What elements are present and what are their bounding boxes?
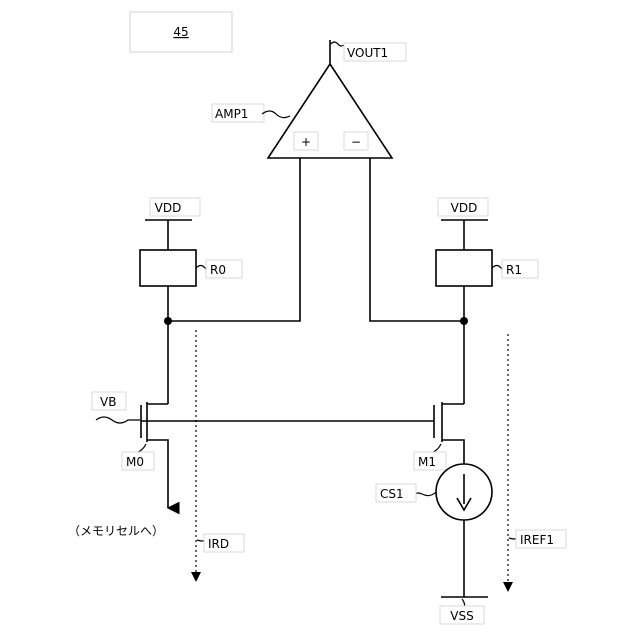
m0-label: M0 <box>126 455 144 469</box>
minus-input-label: − <box>351 135 361 149</box>
amplifier-symbol <box>268 64 392 158</box>
vdd-left-label: VDD <box>155 201 182 215</box>
cs1-label: CS1 <box>380 487 404 501</box>
to-memory-label: （メモリセルへ） <box>68 524 164 538</box>
amp-label: AMP1 <box>215 107 248 121</box>
r1-label: R1 <box>506 263 522 277</box>
figure-number: 45 <box>173 25 188 39</box>
wire-minus-input <box>370 158 464 321</box>
vdd-right-label: VDD <box>451 201 478 215</box>
vss-label: VSS <box>450 609 473 623</box>
vout-label: VOUT1 <box>347 46 388 60</box>
wire-plus-input <box>168 158 300 321</box>
iref1-label: IREF1 <box>520 533 554 547</box>
iref1-arrowhead <box>503 582 513 592</box>
vout-leader <box>331 42 345 46</box>
m0-source-arrow <box>147 440 168 508</box>
ird-arrowhead <box>191 572 201 582</box>
m1-label: M1 <box>418 455 436 469</box>
vb-wire <box>96 417 140 423</box>
r0-label: R0 <box>210 263 226 277</box>
amp-leader <box>262 111 290 118</box>
plus-input-label: + <box>301 135 311 149</box>
vb-label: VB <box>100 395 116 409</box>
resistor-r1 <box>436 250 492 286</box>
ird-label: IRD <box>208 537 229 551</box>
resistor-r0 <box>140 250 196 286</box>
